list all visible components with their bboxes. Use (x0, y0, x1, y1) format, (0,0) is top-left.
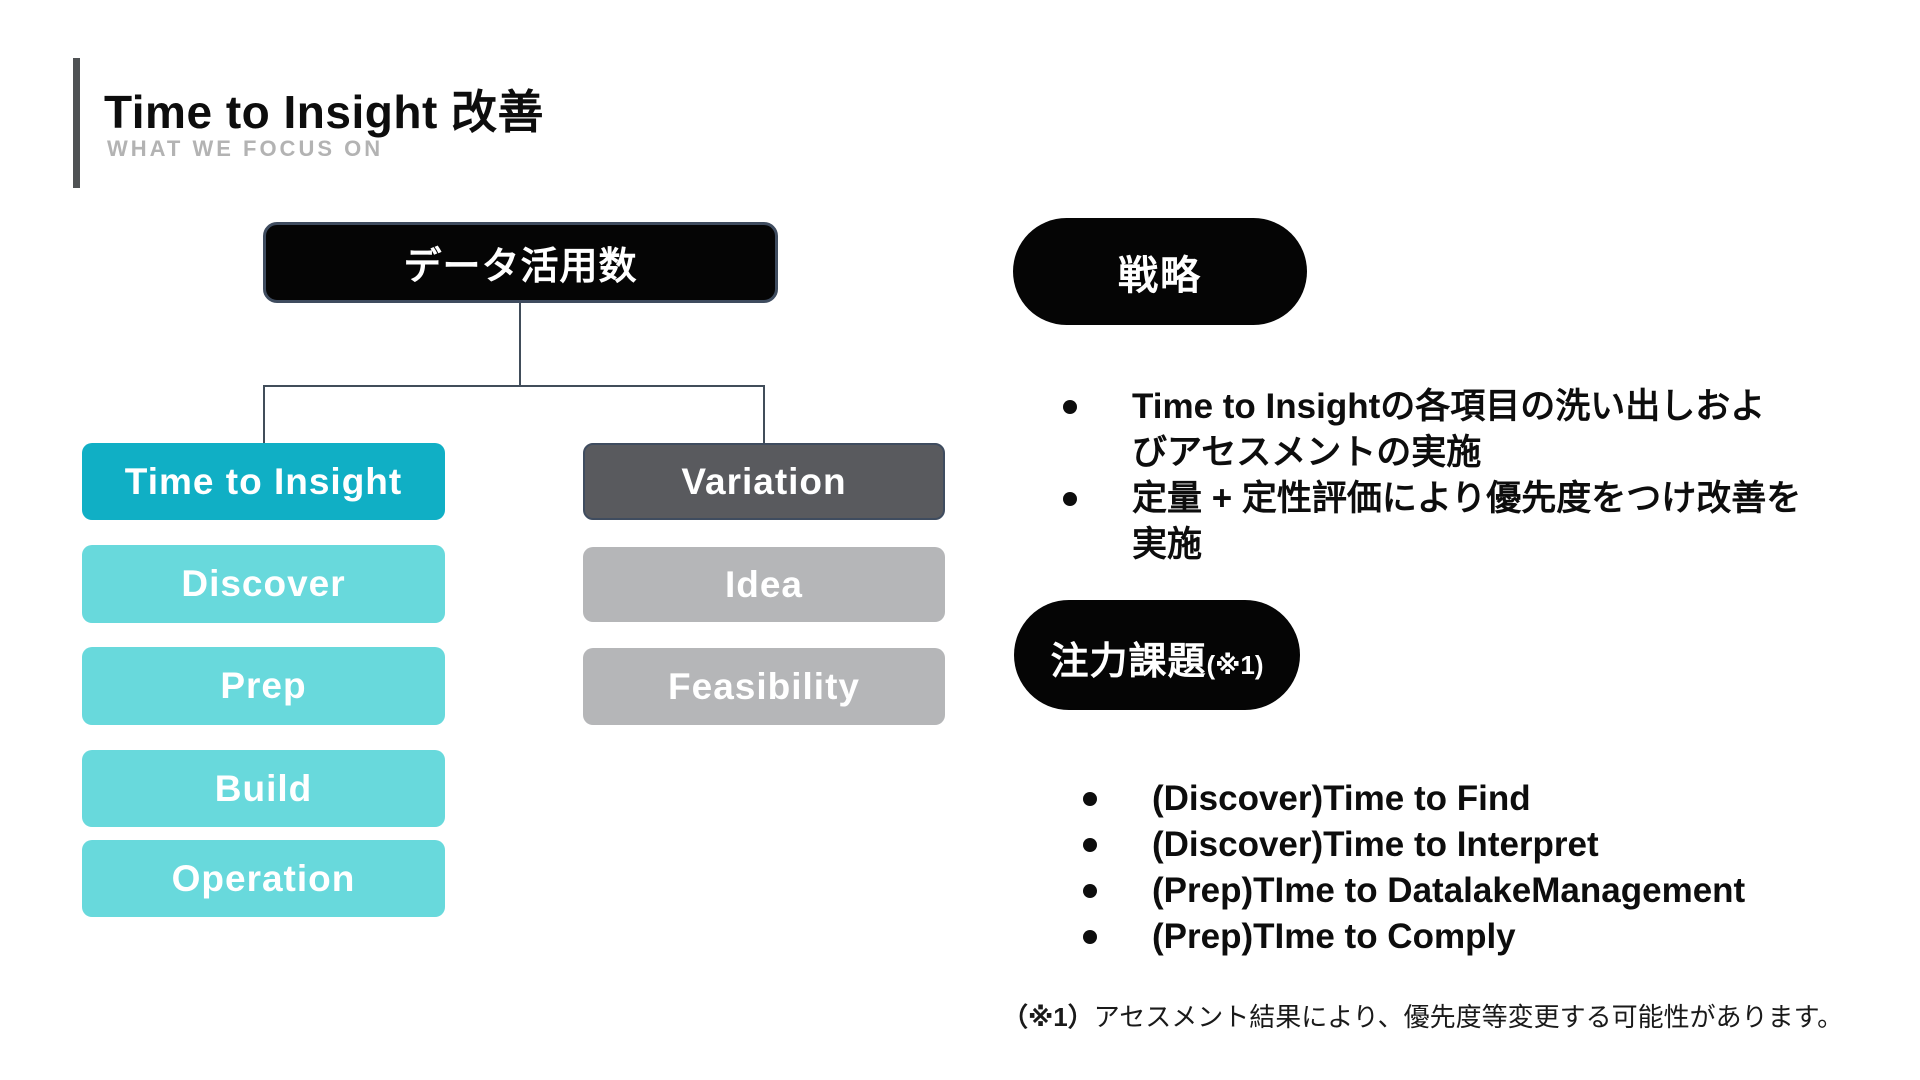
bullet-dot-icon (1083, 884, 1097, 898)
focus-pill-note: (※1) (1206, 650, 1264, 680)
strategy-pill: 戦略 (1013, 218, 1307, 325)
node-variation: Variation (583, 443, 945, 520)
list-item: (Discover)Time to Find (1083, 776, 1903, 822)
page-title: Time to Insight 改善 (104, 86, 545, 138)
bullet-text: Time to Insightの各項目の洗い出しおよ びアセスメントの実施 (1132, 387, 1766, 472)
page-subtitle: WHAT WE FOCUS ON (107, 136, 384, 161)
list-item: (Prep)TIme to Comply (1083, 914, 1903, 960)
list-item: (Prep)TIme to DatalakeManagement (1083, 868, 1903, 914)
focus-bullet-list: (Discover)Time to Find (Discover)Time to… (1083, 776, 1903, 960)
bullet-dot-icon (1083, 930, 1097, 944)
bullet-dot-icon (1083, 792, 1097, 806)
focus-pill-label: 注力課題 (1050, 641, 1207, 683)
connector-left-vertical (263, 386, 265, 443)
list-item: 定量 + 定性評価により優先度をつけ改善を 実施 (1063, 476, 1893, 568)
footnote: （※1）アセスメント結果により、優先度等変更する可能性があります。 (1002, 997, 1843, 1034)
node-feasibility: Feasibility (583, 648, 945, 725)
node-operation: Operation (82, 840, 445, 917)
bullet-dot-icon (1063, 492, 1077, 506)
list-item: Time to Insightの各項目の洗い出しおよ びアセスメントの実施 (1063, 384, 1893, 476)
bullet-dot-icon (1063, 400, 1077, 414)
footnote-marker: （※1） (1002, 1002, 1094, 1032)
list-item: (Discover)Time to Interpret (1083, 822, 1903, 868)
node-discover: Discover (82, 545, 445, 623)
footnote-text: アセスメント結果により、優先度等変更する可能性があります。 (1093, 1002, 1844, 1032)
strategy-bullet-list: Time to Insightの各項目の洗い出しおよ びアセスメントの実施 定量… (1063, 384, 1893, 568)
node-build: Build (82, 750, 445, 827)
bullet-dot-icon (1083, 838, 1097, 852)
node-time-to-insight: Time to Insight (82, 443, 445, 520)
bullet-text: (Discover)Time to Interpret (1152, 825, 1599, 864)
node-data-utilization: データ活用数 (263, 222, 778, 303)
connector-right-vertical (763, 386, 765, 443)
connector-root-vertical (519, 303, 521, 386)
focus-pill: 注力課題(※1) (1014, 600, 1300, 710)
bullet-text: 定量 + 定性評価により優先度をつけ改善を 実施 (1132, 479, 1802, 564)
node-idea: Idea (583, 547, 945, 622)
connector-horizontal (263, 385, 765, 387)
bullet-text: (Discover)Time to Find (1152, 779, 1531, 818)
bullet-text: (Prep)TIme to Comply (1152, 917, 1516, 956)
title-accent-bar (73, 58, 80, 188)
bullet-text: (Prep)TIme to DatalakeManagement (1152, 871, 1746, 910)
node-prep: Prep (82, 647, 445, 725)
